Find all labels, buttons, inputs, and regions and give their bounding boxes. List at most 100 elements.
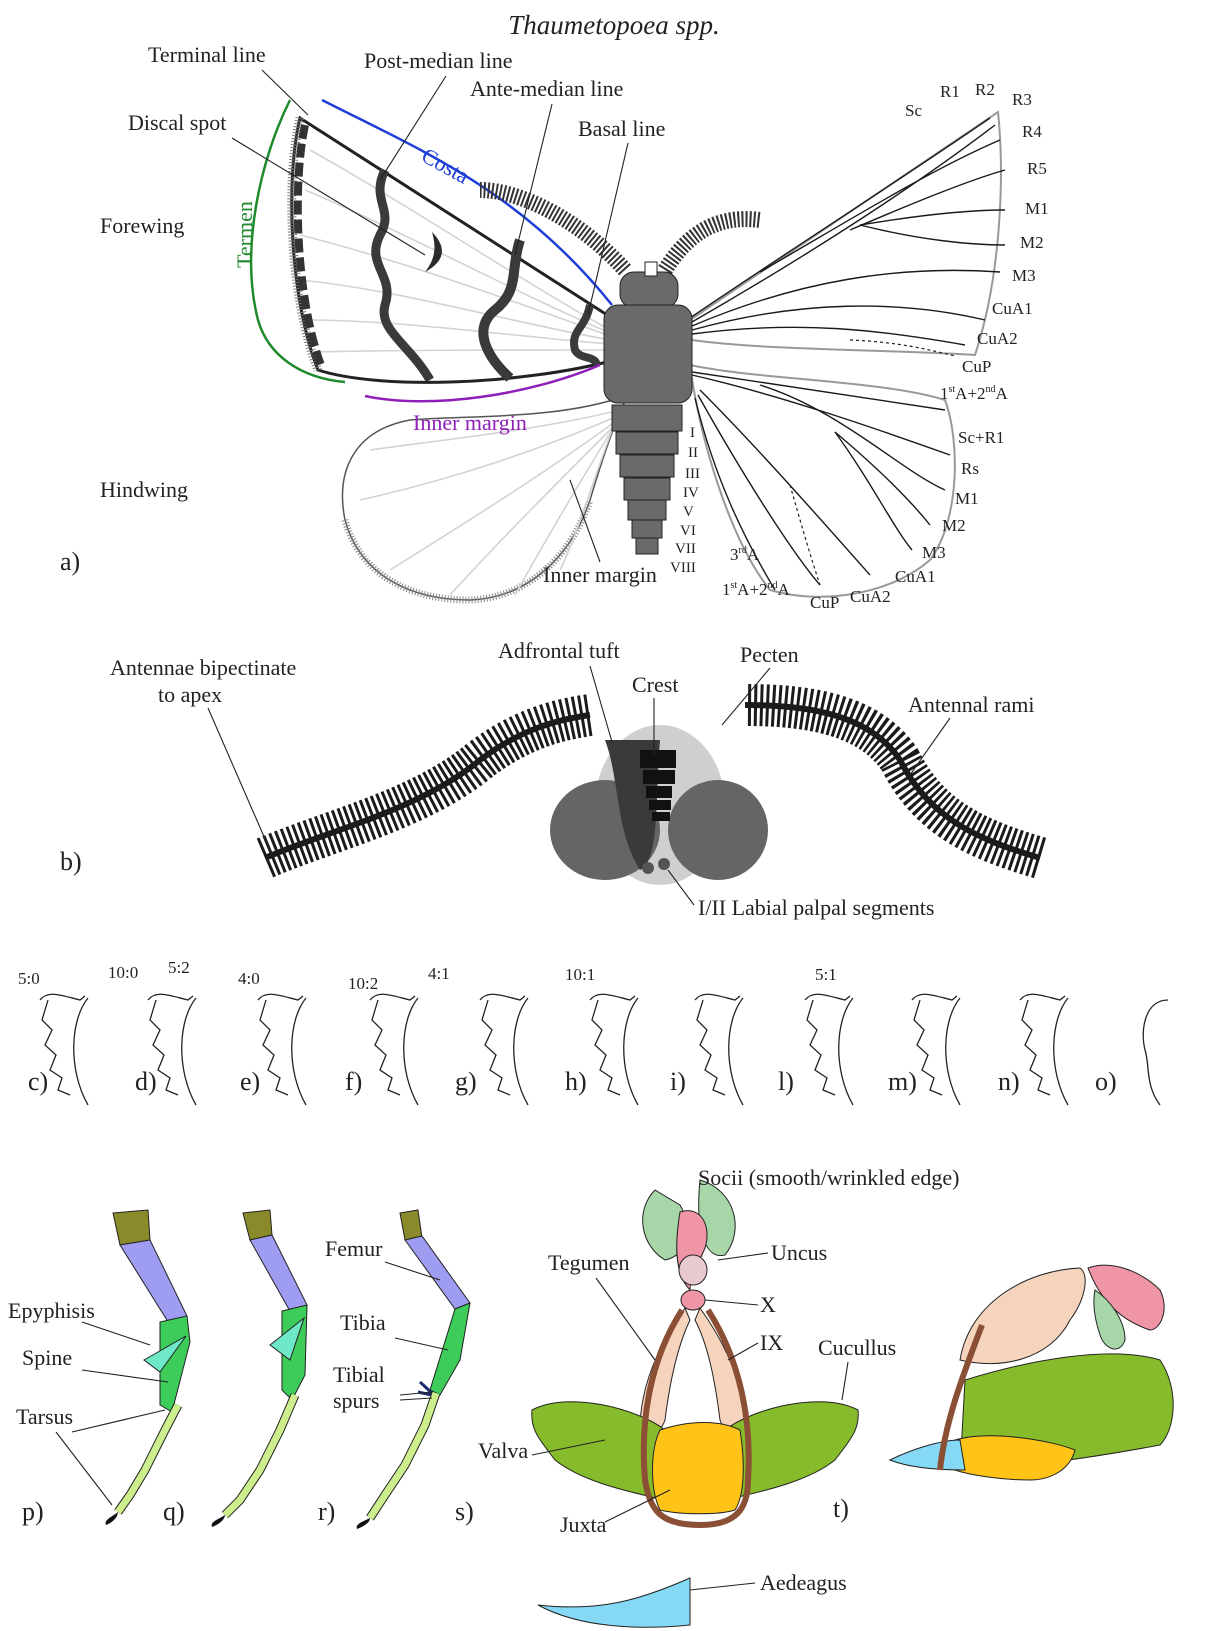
panel-label-r: r) [318,1497,335,1526]
figure-title: Thaumetopoea spp. [508,10,720,40]
label-inner-margin-hindwing: Inner margin [543,562,657,587]
vein-label-hw-cup: CuP [810,593,839,612]
label-antennae-bipectinate-2: to apex [158,682,222,707]
ratio-h-10-1: 10:1 [565,965,595,984]
panel-label-m: m) [888,1067,917,1096]
label-juxta: Juxta [560,1512,607,1537]
vein-label-anal-fw: 1stA+2ndA [940,384,1009,403]
ratio-f-10-2: 10:2 [348,974,378,993]
panel-label-s: s) [455,1497,474,1526]
vein-label-hw-anal3: 3rdA [730,545,760,564]
tegumen-top [681,1290,705,1310]
moth-body [604,262,692,554]
segment-iv: IV [683,485,699,501]
label-uncus: Uncus [771,1240,827,1265]
antenna-left-shaft [265,715,590,858]
label-aedeagus: Aedeagus [760,1570,847,1595]
vein-label-hw-scr1: Sc+R1 [958,428,1004,447]
aedeagus [538,1578,690,1627]
panel-label-g: g) [455,1067,477,1096]
label-post-median-line: Post-median line [364,48,512,73]
vein-label-m3: M3 [1012,266,1036,285]
crest-profile-g [480,994,528,1105]
panel-label-i: i) [670,1067,686,1096]
vein-label-r1: R1 [940,82,960,101]
label-labial-palpal: I/II Labial palpal segments [698,895,934,920]
label-adfrontal-tuft: Adfrontal tuft [498,638,620,663]
vein-label-hw-m2: M2 [942,516,966,535]
segment-viii: VIII [670,560,696,576]
vein-label-r2: R2 [975,80,995,99]
panel-label-q: q) [163,1497,185,1526]
label-antennal-rami: Antennal rami [908,692,1034,717]
leg-p [106,1210,190,1525]
panel-label-d: d) [135,1067,157,1096]
panel-label-h: h) [565,1067,587,1096]
leg-leaders [56,1262,448,1505]
label-ix: IX [760,1330,783,1355]
panel-label-f: f) [345,1067,362,1096]
crest-profile-o [1143,1000,1168,1105]
label-terminal-line: Terminal line [148,42,266,67]
panel-a-wing-diagram: Terminal line Post-median line Ante-medi… [60,42,1049,612]
label-pecten: Pecten [740,642,799,667]
label-epyphisis: Epyphisis [8,1298,95,1323]
label-forewing: Forewing [100,213,184,238]
vein-label-cua1: CuA1 [992,299,1033,318]
lateral-aedeagus [890,1440,965,1470]
vein-label-m2: M2 [1020,233,1044,252]
segment-vi: VI [680,523,696,539]
label-termen: Termen [232,201,257,268]
crest-ratio-labels: 5:0 10:0 5:2 4:0 10:2 4:1 10:1 5:1 [18,958,837,993]
label-crest: Crest [632,672,678,697]
panel-label-o: o) [1095,1067,1117,1096]
label-tibial-spurs-2: spurs [333,1388,379,1413]
label-socii: Socii (smooth/wrinkled edge) [698,1165,960,1190]
vein-label-m1: M1 [1025,199,1049,218]
ratio-l-5-1: 5:1 [815,965,837,984]
segment-ii: II [688,445,698,461]
panel-label-e: e) [240,1067,260,1096]
label-x: X [760,1292,776,1317]
label-tarsus: Tarsus [16,1404,73,1429]
label-basal-line: Basal line [578,116,665,141]
leg-labels: Epyphisis Spine Tarsus Femur Tibia Tibia… [8,1236,386,1526]
vein-label-hw-cua1: CuA1 [895,567,936,586]
lateral-tegumen [960,1268,1085,1364]
labial-palp-2 [658,858,670,870]
label-ante-median-line: Ante-median line [470,76,623,101]
labial-palp-1 [642,862,654,874]
crest-profile-i [695,994,743,1105]
crest-profile-h [590,994,638,1105]
label-tibia: Tibia [340,1310,386,1335]
leg-q [212,1210,307,1527]
title-text: Thaumetopoea spp. [508,10,720,40]
label-tegumen: Tegumen [548,1250,630,1275]
label-tibial-spurs-1: Tibial [333,1362,385,1387]
juxta [653,1423,744,1514]
uncus-base [679,1255,707,1285]
label-valva: Valva [478,1438,528,1463]
crest-profile-e [258,994,306,1105]
vein-label-hw-rs: Rs [961,459,979,478]
label-costa: Costa [418,143,474,189]
crest-profile-f [370,994,418,1105]
panel-label-t: t) [833,1494,849,1523]
label-antennae-bipectinate-1: Antennae bipectinate [110,655,296,680]
segment-vii: VII [675,541,696,557]
ratio-e-4-0: 4:0 [238,969,260,988]
vein-label-sc: Sc [905,101,922,120]
panel-label-p: p) [22,1497,44,1526]
label-cucullus: Cucullus [818,1335,896,1360]
ratio-f-4-1: 4:1 [428,964,450,983]
segment-i: I [690,425,695,441]
label-spine: Spine [22,1345,72,1370]
vein-label-hw-anal12: 1stA+2ndA [722,580,791,599]
panel-label-l: l) [778,1067,794,1096]
genitalia-lateral [890,1265,1173,1480]
ratio-d-5-2: 5:2 [168,958,190,977]
eye-right [668,780,768,880]
vein-label-r4: R4 [1022,122,1042,141]
crest-profile-m [912,994,960,1105]
